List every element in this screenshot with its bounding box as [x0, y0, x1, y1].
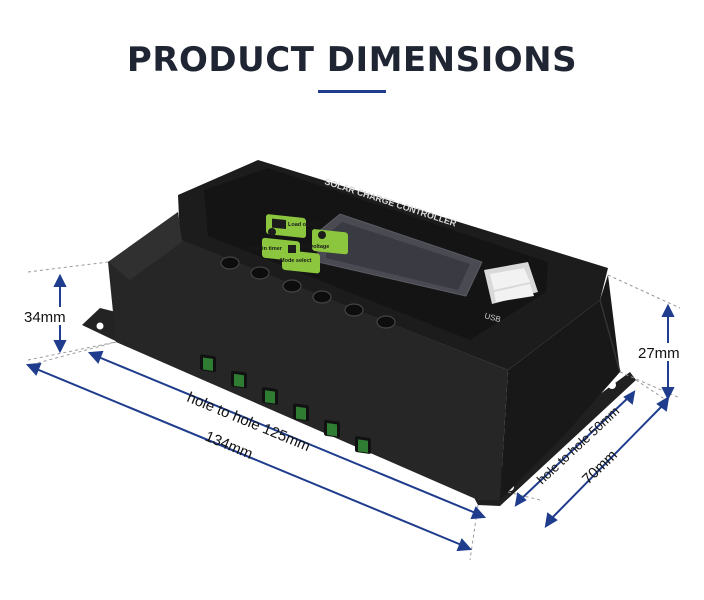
dim-length: 134mm [202, 428, 255, 463]
page-title: PRODUCT DIMENSIONS [126, 40, 578, 80]
dim-depth: 70mm [579, 447, 621, 488]
device-front [108, 212, 508, 500]
button-timer-label: Built-in timer [248, 246, 283, 252]
button-set[interactable]: Set voltage [300, 229, 348, 255]
button-load-label: Load on/off [288, 222, 318, 228]
button-mode[interactable]: Mode select [280, 245, 320, 274]
dim-height-left: 34mm [24, 309, 66, 326]
mount-hole-left [96, 322, 104, 330]
device-front-slope [108, 212, 182, 280]
button-set-label: Set voltage [300, 244, 329, 250]
solar-panel-icon [272, 218, 286, 230]
dim-bg-34 [22, 307, 66, 325]
terminal-block [200, 354, 371, 454]
button-mode-label: Mode select [280, 258, 312, 264]
dim-height-right: 27mm [638, 345, 680, 362]
gear-icon [318, 231, 326, 239]
device-side [500, 275, 620, 500]
side-edge [599, 299, 621, 373]
title-underline [318, 90, 386, 93]
button-load[interactable]: Load on/off [266, 214, 318, 238]
screw-holes [220, 256, 396, 329]
usb-label: USB [483, 311, 501, 324]
lcd-glare [326, 222, 470, 290]
moon-icon [268, 228, 276, 236]
chip-icon [288, 245, 296, 253]
usb-ports [484, 262, 538, 304]
dim-bg-27 [636, 343, 688, 361]
